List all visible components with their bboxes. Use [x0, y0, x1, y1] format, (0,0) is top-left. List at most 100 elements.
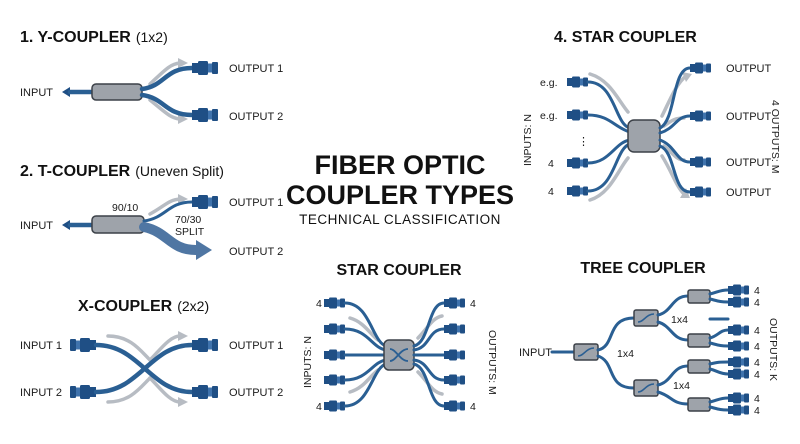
output-connector-icon	[728, 340, 749, 352]
star-top-output-label: OUTPUT	[726, 187, 772, 199]
tree-leaf-splitter	[687, 397, 711, 412]
star-top-input-label: 4	[548, 186, 554, 198]
output-connector-icon	[690, 110, 711, 122]
input-connector-icon	[324, 349, 345, 361]
t-coupler: 2. T-COUPLER(Uneven Split) INPUT 90/10 O…	[20, 163, 283, 260]
star-top-title: 4. STAR COUPLER	[554, 29, 697, 46]
x-coupler: X-COUPLER(2x2) INPUT 1 INPUT 2 OUTPUT 1 …	[20, 298, 283, 407]
tree-leaf-splitter	[687, 359, 711, 374]
input-connector-icon	[567, 157, 588, 169]
tree-output-label: 4	[754, 357, 760, 369]
input-connector-icon	[567, 76, 588, 88]
star-bottom-output-label: 4	[470, 298, 476, 310]
output-connector-icon	[728, 392, 749, 404]
output-connector-icon	[444, 374, 465, 386]
star-top-output-label: OUTPUT	[726, 111, 772, 123]
t-coupler-split-word: SPLIT	[175, 226, 205, 238]
x-coupler-output1-label: OUTPUT 1	[229, 340, 283, 352]
star-coupler-bottom: STAR COUPLER INPUTS: N OUTPUTS: M 4 4 4 …	[302, 262, 498, 413]
t-coupler-ratio-top: 90/10	[112, 202, 138, 214]
input-connector-icon	[324, 374, 345, 386]
star-top-output-label: OUTPUT	[726, 157, 772, 169]
tree-title: TREE COUPLER	[580, 260, 706, 277]
output-connector-icon	[444, 297, 465, 309]
y-coupler-title: 1. Y-COUPLER(1x2)	[20, 29, 168, 46]
star-bottom-input-label: 4	[316, 298, 322, 310]
star-bottom-title: STAR COUPLER	[336, 262, 461, 279]
t-coupler-output2-label: OUTPUT 2	[229, 246, 283, 258]
output-connector-icon	[728, 324, 749, 336]
star-bottom-outputs-axis: OUTPUTS: M	[486, 330, 498, 395]
tree-output-label: 4	[754, 325, 760, 337]
input-arrow-icon	[62, 220, 70, 230]
star-bottom-output-label: 4	[470, 401, 476, 413]
x-coupler-input2-label: INPUT 2	[20, 387, 62, 399]
x-coupler-output2-label: OUTPUT 2	[229, 387, 283, 399]
output-connector-icon	[728, 296, 749, 308]
tree-output-label: 4	[754, 341, 760, 353]
tree-lower-ratio: 1x4	[673, 380, 690, 392]
t-coupler-output1-label: OUTPUT 1	[229, 197, 283, 209]
main-title-line1: FIBER OPTIC	[314, 150, 485, 180]
tree-output-label: 4	[754, 369, 760, 381]
t-coupler-ratio-split: 70/30	[175, 214, 201, 226]
tree-output-label: 4	[754, 393, 760, 405]
x-coupler-input1-label: INPUT 1	[20, 340, 62, 352]
tree-upper-ratio: 1x4	[671, 314, 688, 326]
input-connector-icon	[324, 323, 345, 335]
star-bottom-inputs-axis: INPUTS: N	[302, 336, 314, 388]
output-connector-icon	[690, 186, 711, 198]
main-subtitle: TECHNICAL CLASSIFICATION	[299, 212, 501, 227]
x-coupler-title: X-COUPLER(2x2)	[78, 298, 209, 315]
tree-output-label: 4	[754, 285, 760, 297]
output-connector-icon	[728, 284, 749, 296]
input-connector-icon	[70, 338, 96, 352]
t-coupler-title: 2. T-COUPLER(Uneven Split)	[20, 163, 224, 180]
tree-output-label: 4	[754, 405, 760, 417]
star-coupler-top: 4. STAR COUPLER INPUTS: N 4 OUTPUTS: M e…	[522, 29, 781, 202]
tree-coupler: TREE COUPLER INPUT 1x4 1x4 1x4	[519, 260, 779, 417]
input-connector-icon	[567, 109, 588, 121]
star-top-output-label: OUTPUT	[726, 63, 772, 75]
star-top-inputs-axis: INPUTS: N	[522, 114, 534, 166]
main-title: FIBER OPTIC COUPLER TYPES TECHNICAL CLAS…	[286, 150, 514, 227]
output-connector-icon	[192, 385, 218, 399]
star-top-outputs-axis: 4 OUTPUTS: M	[769, 100, 781, 174]
output-connector-icon	[192, 338, 218, 352]
y-coupler: 1. Y-COUPLER(1x2) INPUT OUTPUT 1 OUTPUT …	[20, 29, 283, 124]
tree-input-label: INPUT	[519, 347, 552, 359]
output-connector-icon	[728, 356, 749, 368]
output-connector-icon	[192, 195, 218, 209]
star-top-input-label: e.g.	[540, 110, 558, 122]
input-arrow-icon	[62, 87, 70, 97]
coupler-cross-icon	[389, 348, 409, 362]
star-bottom-input-label: 4	[316, 401, 322, 413]
y-coupler-input-label: INPUT	[20, 87, 53, 99]
t-coupler-input-label: INPUT	[20, 220, 53, 232]
tree-leaf-splitter	[687, 289, 711, 304]
tree-output-label: 4	[754, 297, 760, 309]
output-connector-icon	[444, 349, 465, 361]
input-connector-icon	[567, 185, 588, 197]
star-top-input-label: 4	[548, 158, 554, 170]
main-title-line2: COUPLER TYPES	[286, 180, 514, 210]
tree-leaf-splitter	[687, 333, 711, 348]
output-arrow-icon	[196, 240, 212, 260]
t-coupler-body	[91, 215, 145, 234]
star-top-input-label: ⋮	[578, 136, 589, 148]
tree-root-ratio: 1x4	[617, 348, 634, 360]
output-connector-icon	[728, 404, 749, 416]
input-connector-icon	[324, 400, 345, 412]
output-connector-icon	[690, 62, 711, 74]
output-connector-icon	[192, 61, 218, 75]
output-connector-icon	[690, 156, 711, 168]
star-top-input-label: e.g.	[540, 77, 558, 89]
input-connector-icon	[324, 297, 345, 309]
input-connector-icon	[70, 385, 96, 399]
tree-outputs-axis: OUTPUTS: K	[767, 318, 779, 381]
output-connector-icon	[444, 323, 465, 335]
output-connector-icon	[192, 108, 218, 122]
output-connector-icon	[444, 400, 465, 412]
y-coupler-body	[91, 83, 143, 101]
